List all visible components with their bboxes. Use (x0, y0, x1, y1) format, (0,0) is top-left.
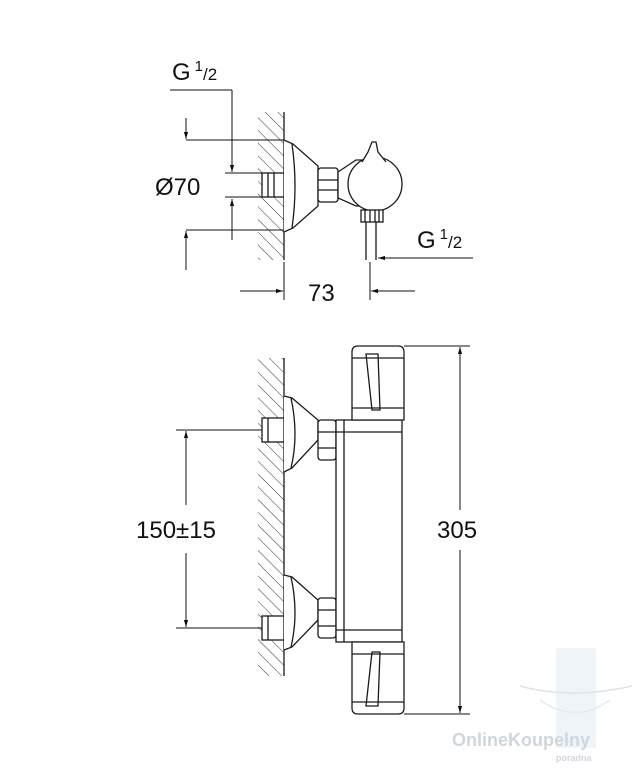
depth-label: 73 (308, 280, 335, 307)
top-dimensions (170, 89, 473, 300)
pipe-stub-lower (261, 615, 285, 641)
rosette-lower (283, 574, 319, 651)
flow-handle (351, 641, 405, 715)
rosette-top (283, 139, 319, 233)
rosette-upper (283, 395, 319, 473)
valve-body-top (347, 156, 403, 212)
mixer-body (335, 419, 403, 643)
hex-nut-top (317, 167, 339, 203)
height-label: 305 (437, 517, 477, 544)
spacing-label: 150±15 (136, 517, 216, 544)
hex-nut-lower (317, 597, 337, 639)
watermark-text: OnlineKoupelny (452, 730, 590, 750)
pipe-stub-upper (261, 417, 285, 443)
diameter-label: Ø70 (155, 174, 200, 201)
hex-nut-upper (317, 419, 337, 461)
pipe-stub-top (261, 172, 285, 198)
front-dimensions (176, 345, 470, 715)
watermark-subtext: poradna (556, 753, 592, 763)
watermark: OnlineKoupelny poradna (452, 648, 633, 763)
temperature-handle (351, 345, 405, 421)
top-view (258, 112, 403, 260)
outlet-nut-top (360, 209, 384, 223)
front-view (258, 345, 405, 715)
